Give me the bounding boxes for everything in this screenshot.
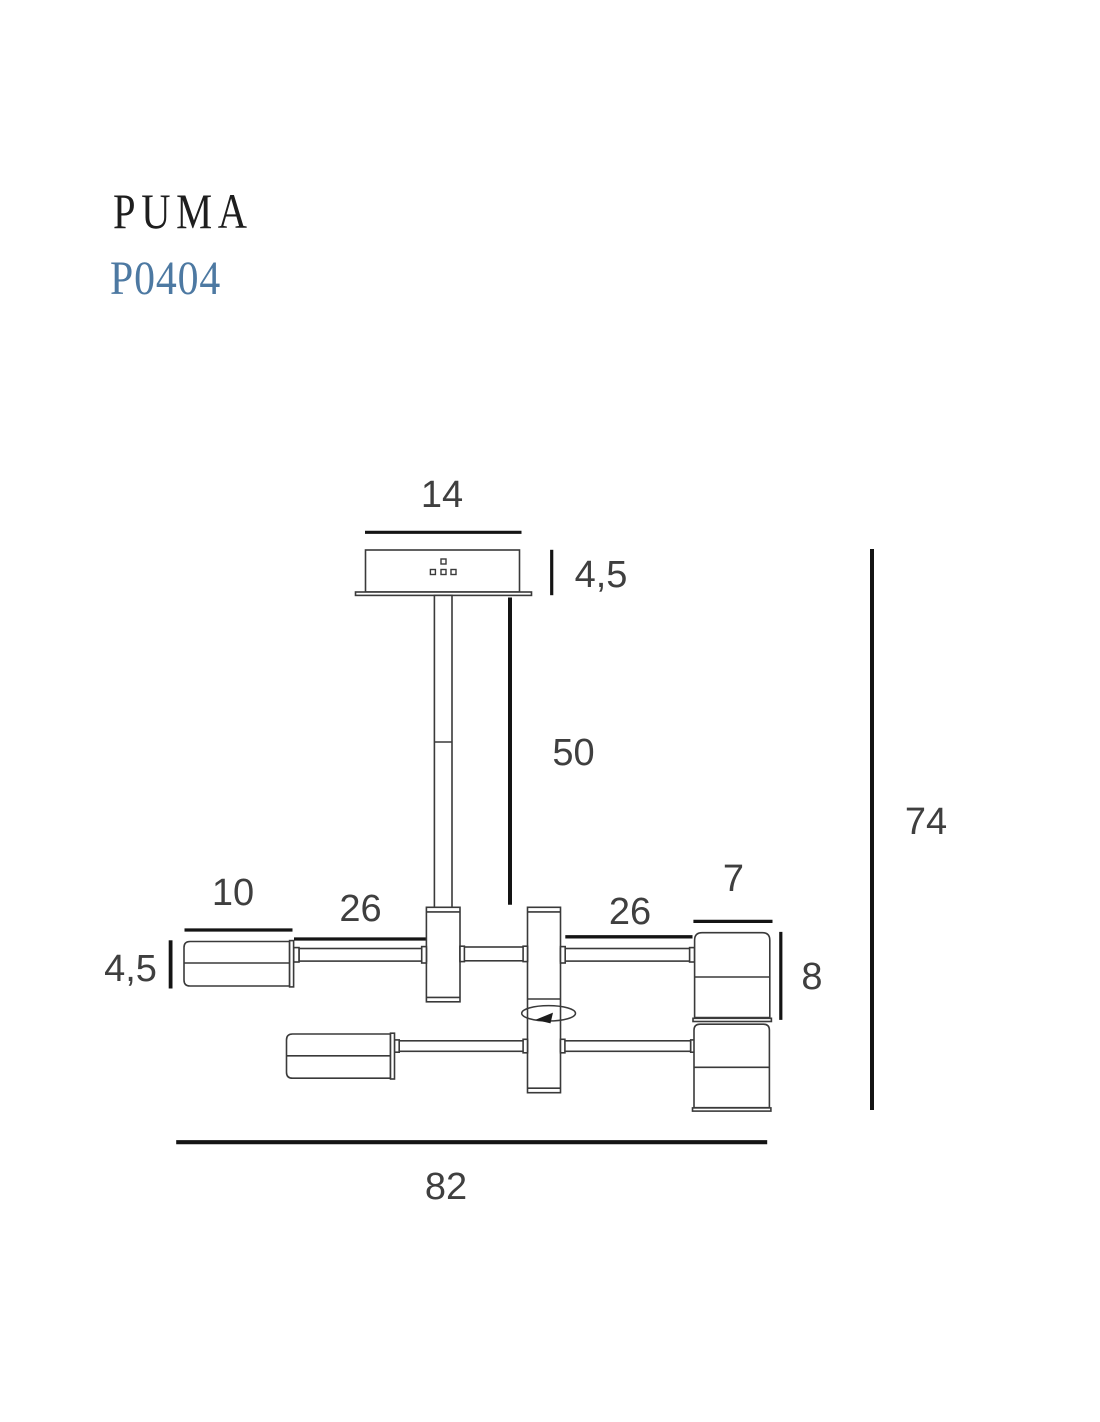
dim-label-canopy-height: 4,5 xyxy=(574,553,628,596)
upper-left-arm xyxy=(298,947,428,962)
upper-right-arm xyxy=(559,947,696,962)
center-arm xyxy=(459,946,529,962)
product-code: P0404 xyxy=(110,251,222,305)
product-name: PUMA xyxy=(113,182,253,239)
lower-left-arm xyxy=(398,1040,529,1053)
lower-right-shade xyxy=(691,1023,772,1112)
upper-left-shade xyxy=(183,939,295,988)
arm-socket xyxy=(292,946,300,963)
screw-icon xyxy=(440,568,447,576)
upper-right-shade xyxy=(692,931,773,1023)
canopy-screws xyxy=(429,558,457,576)
arm-socket xyxy=(459,945,466,963)
dim-label-right-shade-height: 8 xyxy=(801,956,823,998)
lower-right-arm xyxy=(559,1040,692,1053)
shade-rim xyxy=(692,1017,773,1023)
suspension-rod xyxy=(433,594,453,909)
shade-rim xyxy=(288,939,295,988)
screw-icon xyxy=(429,568,437,576)
rear-hub xyxy=(526,906,562,1094)
shade-rim xyxy=(691,1107,772,1112)
dim-label-left-shade-diameter: 4,5 xyxy=(104,947,157,990)
arm-socket xyxy=(420,945,428,964)
lower-left-shade xyxy=(285,1032,396,1080)
dim-label-canopy-width: 14 xyxy=(420,473,464,516)
rotation-indicator xyxy=(520,1004,577,1024)
dim-label-right-shade-diameter: 7 xyxy=(722,857,745,900)
shade-body xyxy=(693,931,771,1019)
dim-label-left-shade-length: 10 xyxy=(211,872,255,914)
rotation-arrowhead-icon xyxy=(535,1012,553,1024)
shade-rim xyxy=(389,1032,396,1080)
dim-label-right-arm-length: 26 xyxy=(608,890,652,933)
arm-socket xyxy=(522,1038,529,1054)
shade-body xyxy=(693,1023,771,1109)
screw-icon xyxy=(440,558,447,565)
dim-label-total-width: 82 xyxy=(424,1166,468,1208)
arm-socket xyxy=(559,945,566,964)
front-hub xyxy=(425,906,461,1003)
arm-socket xyxy=(559,1038,566,1054)
arm-socket xyxy=(522,945,529,963)
dim-label-rod-length: 50 xyxy=(552,731,595,774)
screw-icon xyxy=(450,568,457,576)
dim-label-left-arm-length: 26 xyxy=(339,888,382,930)
dim-label-total-height: 74 xyxy=(904,800,948,843)
